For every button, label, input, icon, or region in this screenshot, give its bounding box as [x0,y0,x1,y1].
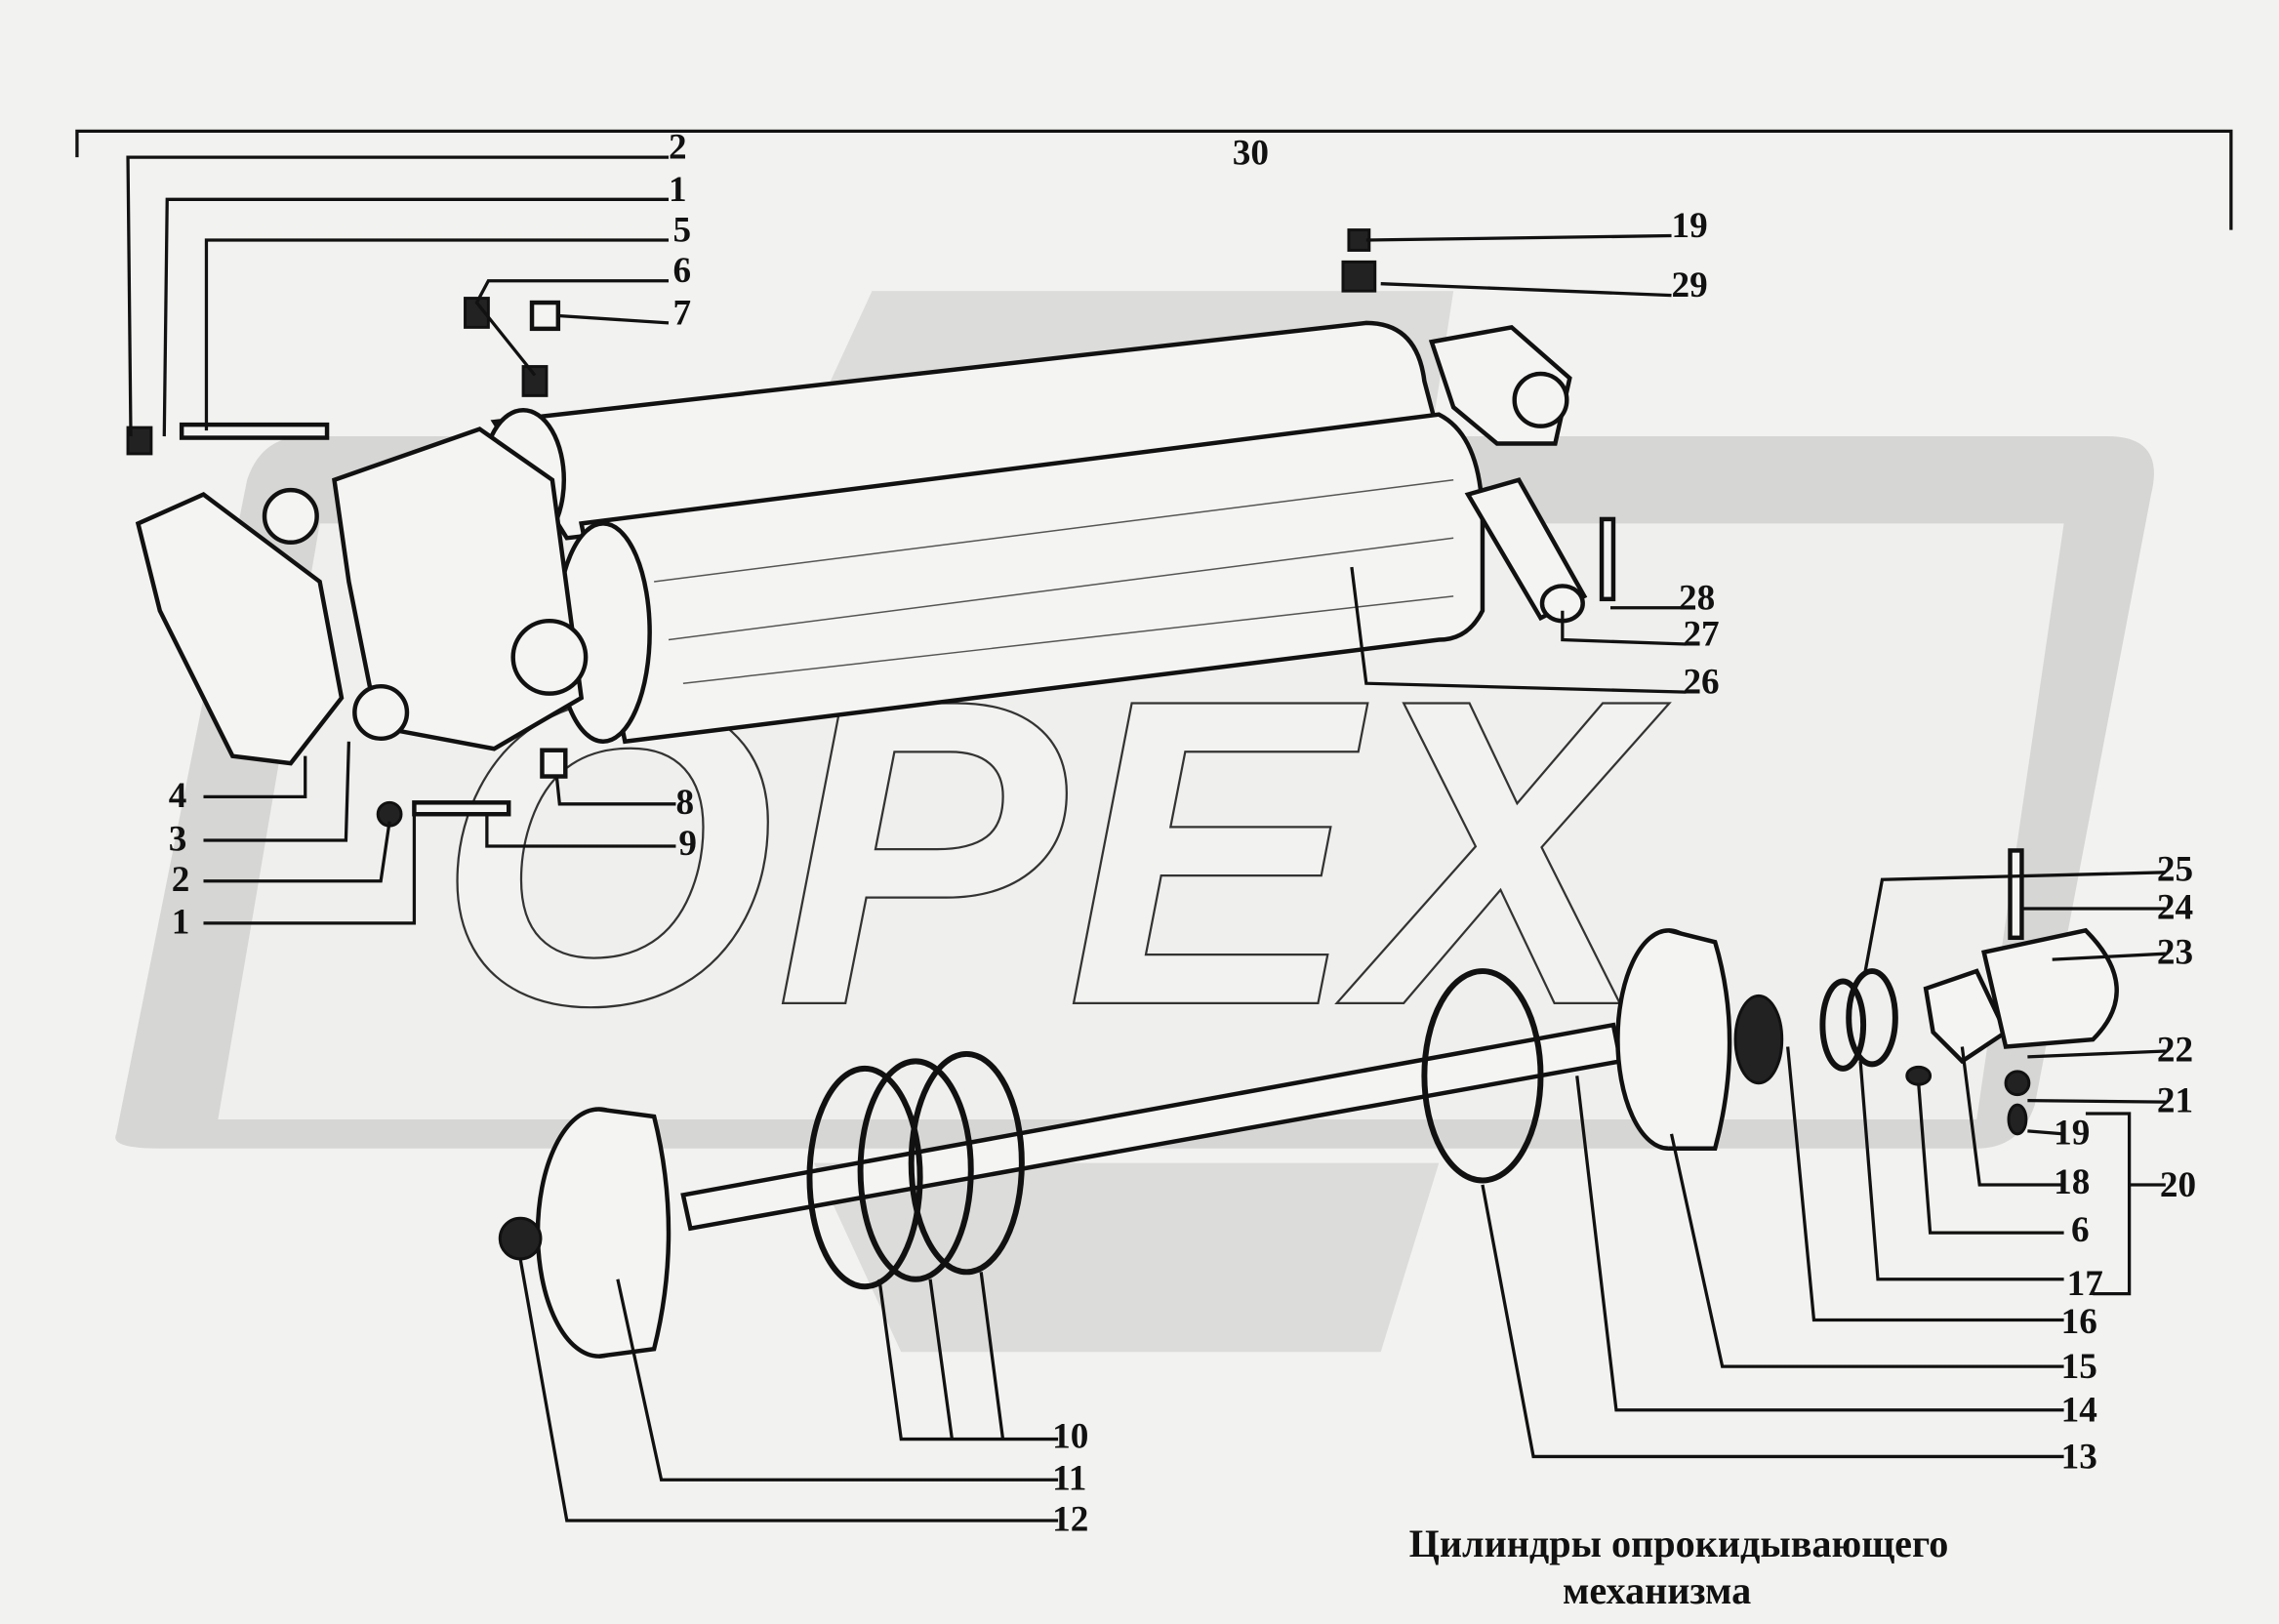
callout-19: 19 [1672,206,1708,246]
callout-16: 16 [2061,1302,2097,1342]
eye-bracket-bottom [1905,848,2119,1136]
assembly-bracket [75,129,2233,230]
callout-1: 1 [669,170,687,210]
callout-17: 17 [2067,1264,2103,1304]
callout-18: 18 [2054,1162,2090,1202]
callout-14: 14 [2061,1391,2097,1431]
callout-19b: 19 [2054,1113,2090,1153]
callout-7: 7 [672,293,691,333]
callout-8: 8 [675,783,694,823]
callout-2: 2 [669,128,687,168]
callout-6: 6 [672,251,691,291]
callout-10: 10 [1052,1417,1088,1457]
pin-27 [1464,477,1616,624]
callout-20: 20 [2160,1165,2196,1205]
callout-9: 9 [678,824,697,864]
small-fittings [126,228,1377,828]
callout-30: 30 [1233,134,1269,174]
callout-3: 3 [169,819,187,859]
callout-5: 5 [672,211,691,251]
callout-4: 4 [169,776,187,816]
callout-11: 11 [1052,1459,1086,1499]
callout-24: 24 [2157,887,2193,927]
callout-12: 12 [1052,1499,1088,1539]
piston-rings [806,968,1898,1290]
callout-2b: 2 [172,860,190,900]
callout-29: 29 [1672,265,1708,305]
callout-27: 27 [1683,614,1719,654]
cylinder-heads [135,426,589,766]
callout-15: 15 [2061,1347,2097,1387]
diagram-title-line2: механизма [1563,1568,1751,1612]
callout-6b: 6 [2071,1210,2090,1250]
callout-22: 22 [2157,1030,2193,1070]
callout-13: 13 [2061,1437,2097,1477]
callout-25: 25 [2157,850,2193,890]
callout-1b: 1 [172,902,190,942]
callout-labels: 30 2 1 5 6 7 19 29 28 27 26 4 3 2 1 8 9 … [169,128,2196,1540]
leader-lines [126,155,2166,1522]
callout-28: 28 [1679,578,1715,618]
eye-bracket-top [1428,324,1572,446]
callout-23: 23 [2157,933,2193,973]
callout-21: 21 [2157,1081,2193,1121]
callout-26: 26 [1683,663,1719,703]
diagram-title-line1: Цилиндры опрокидывающего [1409,1522,1949,1565]
